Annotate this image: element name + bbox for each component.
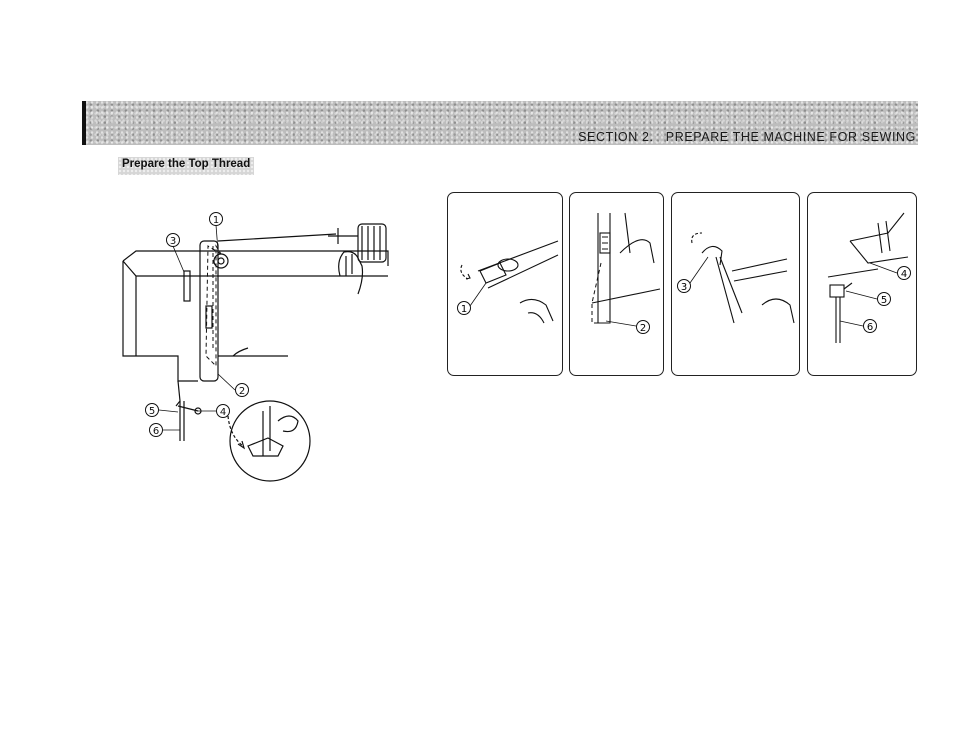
machine-threading-illustration: 1 2 3 4 5 6 bbox=[118, 206, 418, 486]
panel1-callout-1: 1 bbox=[461, 304, 467, 315]
callout-1: 1 bbox=[213, 215, 219, 226]
panel4-callout-4: 4 bbox=[901, 269, 907, 280]
callout-3: 3 bbox=[170, 236, 176, 247]
detail-panel-1: 1 bbox=[447, 192, 563, 376]
panel2-callout-2: 2 bbox=[640, 323, 646, 334]
take-up-lever-illustration: 2 bbox=[570, 193, 664, 376]
callout-2: 2 bbox=[239, 386, 245, 397]
panel3-callout-3: 3 bbox=[681, 282, 687, 293]
thread-guide-illustration: 1 bbox=[448, 193, 563, 376]
detail-panel-4: 4 5 6 bbox=[807, 192, 917, 376]
section-title: SECTION 2. PREPARE THE MACHINE FOR SEWIN… bbox=[578, 130, 916, 144]
panel4-callout-5: 5 bbox=[881, 295, 887, 306]
callout-5: 5 bbox=[149, 406, 155, 417]
detail-panel-3: 3 bbox=[671, 192, 800, 376]
callout-6: 6 bbox=[153, 426, 159, 437]
callout-4: 4 bbox=[220, 407, 226, 418]
page-subtitle: Prepare the Top Thread bbox=[118, 157, 254, 175]
panel4-callout-6: 6 bbox=[867, 322, 873, 333]
needle-threading-illustration: 4 5 6 bbox=[808, 193, 917, 376]
thread-guide-hook-illustration: 3 bbox=[672, 193, 800, 376]
section-header-banner: SECTION 2. PREPARE THE MACHINE FOR SEWIN… bbox=[82, 101, 918, 145]
detail-panel-2: 2 bbox=[569, 192, 664, 376]
